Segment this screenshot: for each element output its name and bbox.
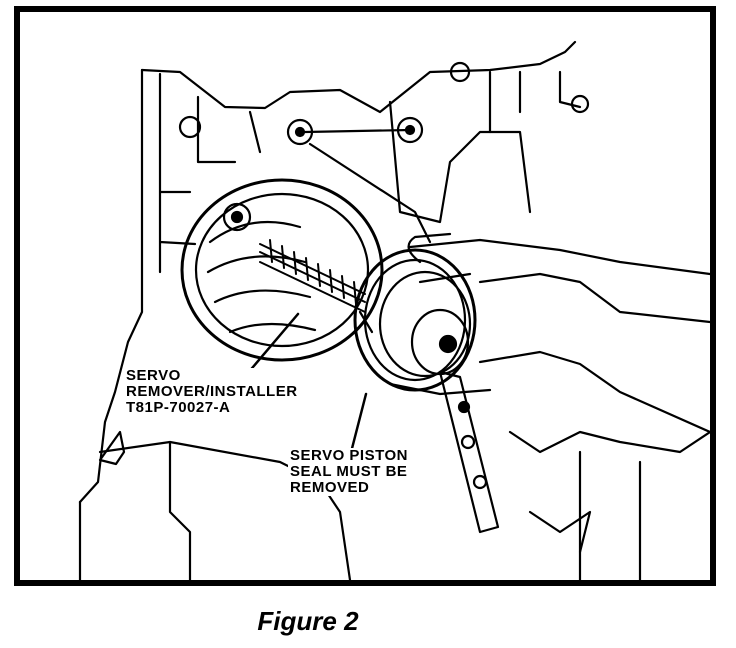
case-rib-right — [388, 100, 532, 224]
transmission-illustration — [78, 40, 710, 580]
linkage-rod — [303, 128, 432, 244]
case-outline-left — [78, 68, 144, 504]
servo-piston — [353, 248, 477, 392]
callout-tool: SERVO REMOVER/INSTALLER T81P-70027-A — [124, 368, 300, 416]
figure-caption: Figure 2 — [0, 606, 736, 637]
case-rib — [196, 95, 262, 164]
callout-seal: SERVO PISTON SEAL MUST BE REMOVED — [288, 448, 410, 496]
bore-shading — [206, 220, 317, 334]
technician-hand — [388, 238, 710, 434]
callout-tool-line: T81P-70027-A — [126, 399, 231, 416]
callout-tool-line: SERVO — [126, 367, 181, 384]
figure-frame: SERVO REMOVER/INSTALLER T81P-70027-A SER… — [14, 6, 716, 586]
callout-seal-line: REMOVED — [290, 479, 370, 496]
piston-seal — [378, 270, 472, 378]
callout-tool-line: REMOVER/INSTALLER — [126, 383, 298, 400]
callout-seal-line: SEAL MUST BE — [290, 463, 408, 480]
case-rib-left — [158, 72, 197, 274]
case-lower-right — [508, 430, 710, 580]
figure-caption-text: Figure 2 — [257, 606, 359, 636]
case-outline-top — [140, 40, 577, 114]
servo-spring — [259, 239, 366, 313]
servo-bore — [180, 178, 384, 362]
callout-seal-line: SERVO PISTON — [290, 447, 408, 464]
return-spring-seat — [222, 202, 252, 232]
drain-fitting — [98, 430, 126, 466]
mounting-bracket — [438, 370, 500, 534]
